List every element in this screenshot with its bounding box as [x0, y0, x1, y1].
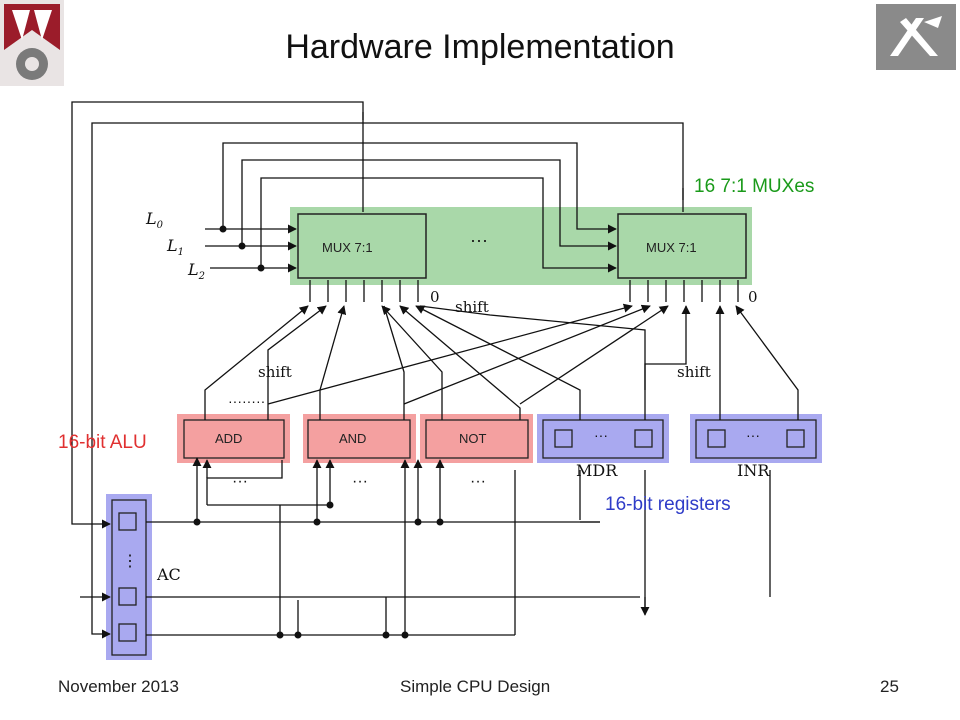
mux-count-label: 16 7:1 MUXes	[694, 176, 814, 197]
svg-text:0: 0	[430, 288, 440, 306]
svg-text:···: ···	[470, 473, 486, 490]
mux-left	[297, 213, 427, 279]
svg-text:········: ········	[228, 393, 265, 409]
svg-text:···: ···	[232, 473, 248, 490]
and-label: AND	[339, 431, 366, 446]
not-label: NOT	[459, 431, 487, 446]
svg-text:shift: shift	[455, 298, 489, 316]
footer-date: November 2013	[58, 677, 179, 696]
add-label: ADD	[215, 431, 242, 446]
inr-register	[695, 419, 817, 459]
svg-text:shift: shift	[258, 363, 292, 381]
inr-label: INR	[737, 461, 770, 480]
university-logo	[0, 0, 64, 86]
cs-department-logo	[876, 4, 956, 70]
slide-title: Hardware Implementation	[285, 28, 675, 66]
l2-label: L2	[187, 260, 205, 282]
page-number: 25	[880, 677, 899, 696]
registers-label: 16-bit registers	[605, 494, 731, 515]
svg-text:⋮: ⋮	[122, 553, 138, 570]
mdr-register	[542, 419, 664, 459]
mdr-label: MDR	[576, 461, 618, 480]
footer-title: Simple CPU Design	[400, 677, 551, 696]
svg-text:···: ···	[746, 427, 760, 443]
svg-text:···: ···	[594, 427, 608, 443]
mux-right	[617, 213, 747, 279]
not-unit	[425, 419, 529, 459]
alu-label: 16-bit ALU	[58, 432, 147, 453]
ac-label: AC	[156, 565, 181, 584]
svg-text:···: ···	[352, 473, 368, 490]
mux-right-label: MUX 7:1	[646, 240, 697, 255]
mux-dots: ···	[470, 230, 488, 250]
l0-label: L0	[145, 209, 164, 231]
and-unit	[307, 419, 411, 459]
l1-label: L1	[166, 236, 184, 258]
add-unit	[183, 419, 285, 459]
mux-left-label: MUX 7:1	[322, 240, 373, 255]
ac-register	[111, 499, 147, 656]
svg-text:shift: shift	[677, 363, 711, 381]
svg-text:0: 0	[748, 288, 758, 306]
